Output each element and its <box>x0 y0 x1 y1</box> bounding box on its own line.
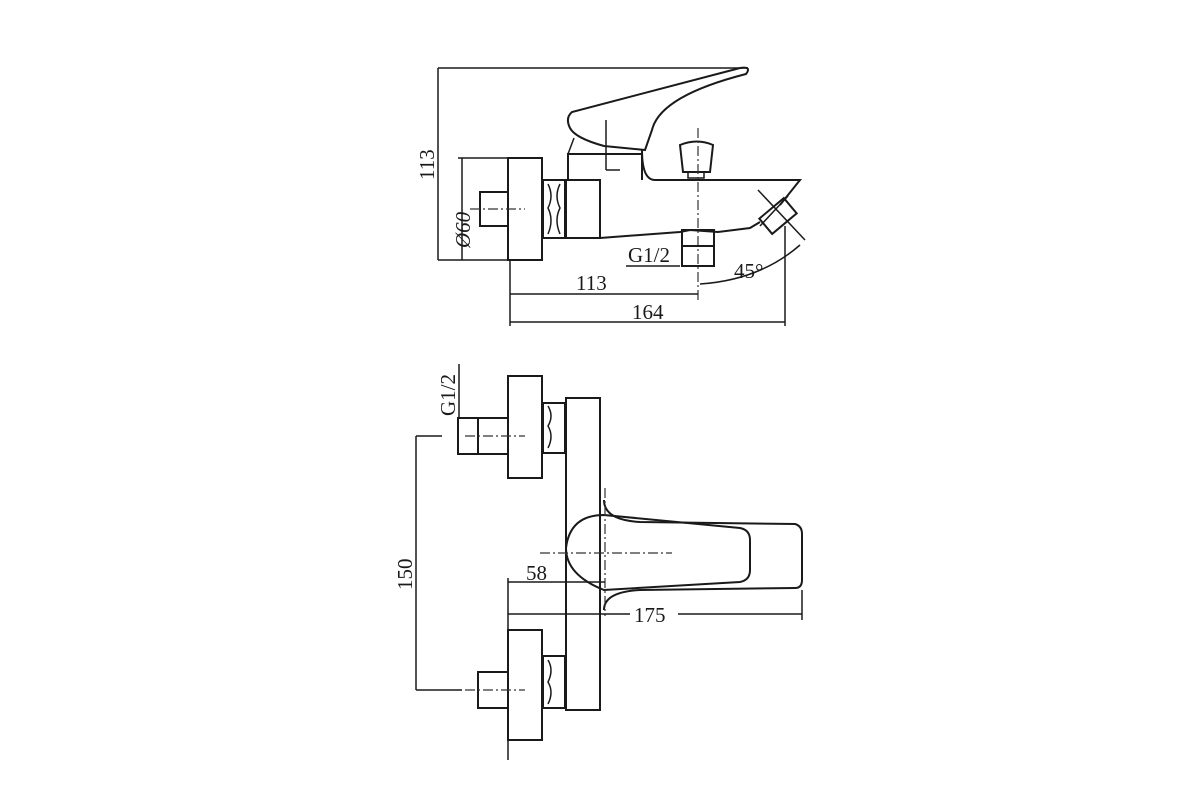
dim-height-113: 113 <box>415 149 439 180</box>
side-view: 113 Ø60 G1/2 <box>415 66 806 326</box>
dim-angle-45: 45° <box>734 259 763 283</box>
dim-thread-g12-top: G1/2 <box>436 374 460 416</box>
top-view: G1/2 150 58 175 <box>393 364 803 760</box>
dim-lever-175: 175 <box>634 603 666 627</box>
dim-thread-g12-side: G1/2 <box>628 243 670 267</box>
dim-center-150: 150 <box>393 559 417 591</box>
dim-depth-164: 164 <box>632 300 664 324</box>
dim-spout-113: 113 <box>576 271 607 295</box>
dim-diameter-60: Ø60 <box>451 211 475 249</box>
dim-lever-58: 58 <box>526 561 547 585</box>
